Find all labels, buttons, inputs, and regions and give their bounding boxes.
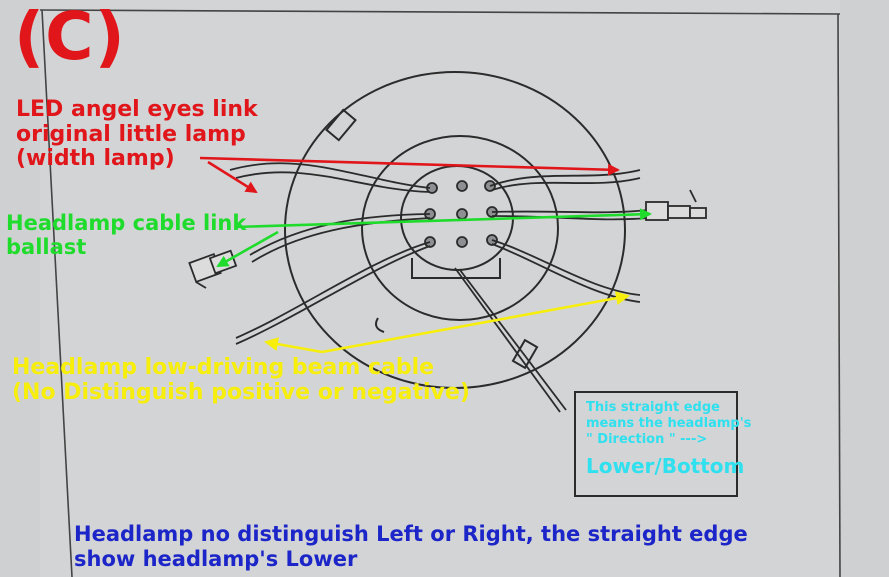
red-arrows <box>199 156 620 194</box>
yellow-arrow-right <box>321 291 630 354</box>
diagram-title: (C) <box>14 0 126 75</box>
low-driving-beam-label: Headlamp low-driving beam cable (No Dist… <box>12 355 470 405</box>
yellow-arrow-left <box>264 337 323 354</box>
socket-straight-edge <box>411 258 501 279</box>
red-arrow-right <box>199 156 620 176</box>
clip-bottom <box>511 338 539 370</box>
footer-note: Headlamp no distinguish Left or Right, t… <box>74 522 748 572</box>
green-arrow-right <box>234 208 652 229</box>
red-arrow-left <box>207 160 258 194</box>
lower-bottom-label: Lower/Bottom <box>586 454 745 478</box>
clip-top <box>325 108 357 142</box>
page-border <box>39 9 841 577</box>
small-tab <box>375 317 385 333</box>
wires <box>229 162 649 413</box>
straight-edge-note: This straight edge means the headlamp's … <box>586 400 752 447</box>
inner-ring <box>361 135 559 321</box>
note-box <box>574 391 738 497</box>
headlamp-cable-label: Headlamp cable link ballast <box>6 211 247 259</box>
yellow-arrows <box>264 291 630 354</box>
outer-ring <box>284 71 626 389</box>
green-arrow-left <box>216 230 279 268</box>
green-arrows <box>216 208 652 268</box>
paper-sheet <box>40 0 840 577</box>
angel-eyes-label: LED angel eyes link original little lamp… <box>16 97 258 172</box>
